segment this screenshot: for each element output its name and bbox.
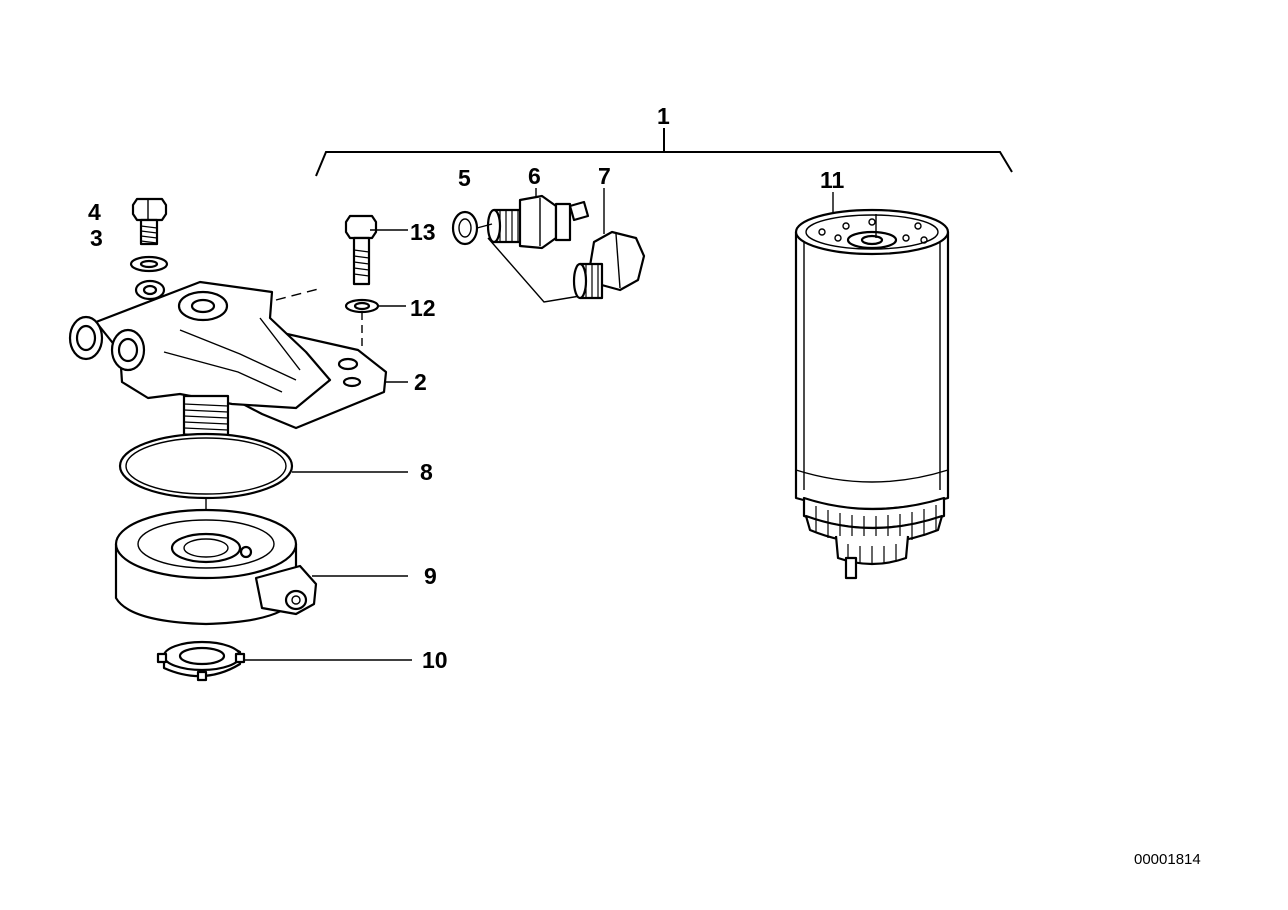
callout-5: 5 bbox=[458, 165, 471, 191]
callout-10: 10 bbox=[422, 647, 448, 673]
document-number: 00001814 bbox=[1134, 851, 1201, 868]
filter-heater-9 bbox=[114, 508, 318, 626]
temperature-sensor-6 bbox=[486, 194, 590, 250]
callout-4: 4 bbox=[88, 199, 101, 225]
callout-12: 12 bbox=[410, 295, 436, 321]
filter-head-2 bbox=[68, 279, 388, 560]
callout-6: 6 bbox=[528, 163, 541, 189]
callout-8: 8 bbox=[420, 459, 433, 485]
washer-3 bbox=[129, 255, 169, 273]
seal-ring-5 bbox=[451, 210, 479, 246]
callout-2: 2 bbox=[414, 369, 427, 395]
washer-12 bbox=[344, 298, 380, 314]
callout-9: 9 bbox=[424, 563, 437, 589]
callout-7: 7 bbox=[598, 163, 611, 189]
sealing-ring-8 bbox=[118, 432, 294, 500]
screw-plug-7 bbox=[572, 230, 646, 300]
bolt-4 bbox=[131, 197, 168, 246]
fuel-filter-cartridge-11 bbox=[794, 208, 950, 580]
leader-lines bbox=[244, 188, 834, 661]
callout-1: 1 bbox=[657, 103, 670, 129]
callout-11: 11 bbox=[820, 167, 845, 193]
assembly-bracket bbox=[315, 128, 1013, 177]
bolt-13 bbox=[344, 214, 378, 286]
callout-13: 13 bbox=[410, 219, 436, 245]
ring-nut-10 bbox=[156, 640, 246, 682]
callout-3: 3 bbox=[90, 225, 103, 251]
